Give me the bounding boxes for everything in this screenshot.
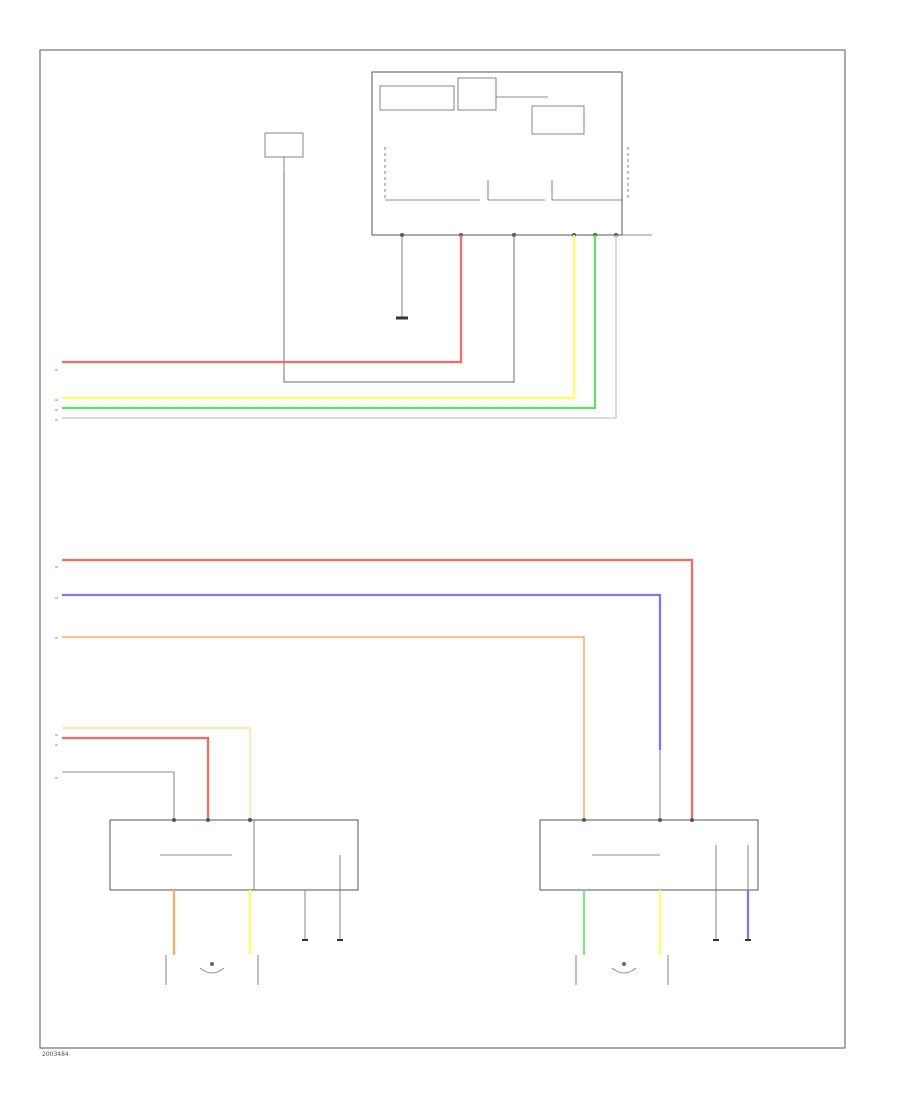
switch-pins [172,818,694,822]
wire-orange-mid [62,636,585,820]
wire-gray-left [62,771,175,820]
diagram-frame [39,49,846,1049]
motor-icon [575,955,669,985]
wire-green-top [62,235,597,410]
wire-red-mid [62,558,694,820]
wire-white-top [62,235,617,419]
wire-gray-sensor [283,172,515,383]
wire-ltyellow-left [62,727,251,820]
motor-icon [165,955,259,985]
control-module [371,71,652,236]
passenger-switch [109,819,359,891]
ground-symbol [396,306,408,320]
wire-red-left [62,736,210,820]
wire-yellow-top [62,235,576,400]
wire-blue-mid [62,593,662,750]
driver-switch [539,819,759,891]
footer-code: 2003484 [42,1051,69,1058]
sensor-box [264,132,304,172]
wire-end-ticks [55,369,58,779]
wire-red-top [62,235,463,364]
